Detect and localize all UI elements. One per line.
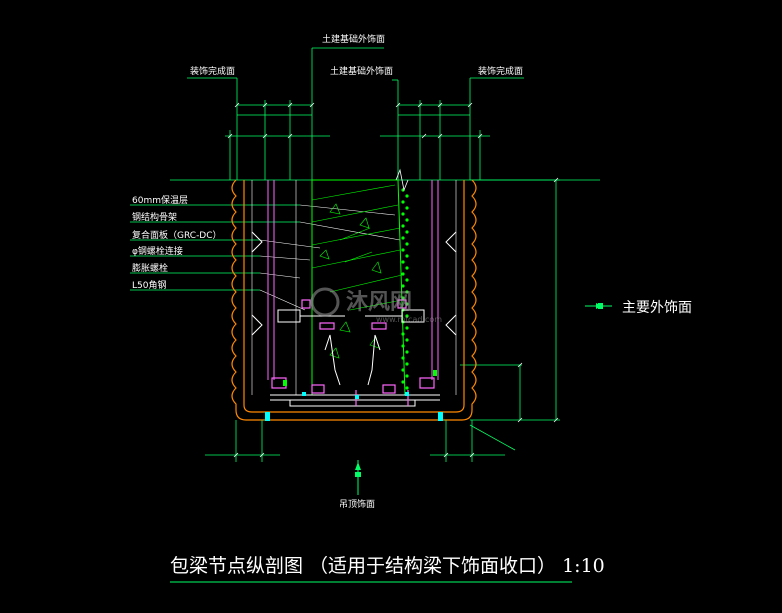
bottom-dimensions <box>205 420 516 462</box>
concrete-hatch <box>311 184 403 311</box>
inner-frames <box>251 180 457 395</box>
label-finish-right: 装饰完成面 <box>478 65 523 77</box>
top-dimension-lines <box>170 47 600 181</box>
label-top-inner: 土建基础外饰面 <box>330 65 393 77</box>
wall-clips <box>251 231 457 336</box>
label-layer-3: 复合面板（GRC-DC） <box>132 229 222 241</box>
layer-leader-extensions <box>259 204 401 311</box>
label-ceiling: 吊顶饰面 <box>339 498 375 510</box>
drawing-title: 包梁节点纵剖图 （适用于结构梁下饰面收口） 1:10 <box>170 555 605 577</box>
main-facade-marker <box>585 303 612 309</box>
right-dimension-ticks <box>517 177 559 423</box>
outer-panel-outline <box>231 179 477 421</box>
label-layer-4: φ钢螺栓连接 <box>132 245 183 257</box>
label-layer-6: L50角钢 <box>132 279 166 291</box>
watermark-text: 沐风网 <box>346 290 412 315</box>
structural-beam <box>311 168 409 396</box>
label-layer-1: 60mm保温层 <box>132 194 188 206</box>
watermark: 沐风网 www.mfcad.com <box>310 287 442 324</box>
watermark-url: www.mfcad.com <box>376 315 442 324</box>
bottom-ticks <box>233 452 475 458</box>
bottom-cyan-markers <box>265 412 443 421</box>
bracket-assembly <box>270 309 440 407</box>
label-layer-5: 膨胀螺栓 <box>132 262 168 274</box>
label-finish-left: 装饰完成面 <box>190 65 235 77</box>
green-markers <box>283 370 437 386</box>
layer-leader-lines <box>130 204 300 291</box>
anchor-bolts <box>302 392 409 399</box>
insulation-dots <box>401 188 409 390</box>
label-top-outer: 土建基础外饰面 <box>322 33 385 45</box>
label-layer-2: 钢结构骨架 <box>132 211 177 223</box>
label-main-facade: 主要外饰面 <box>622 300 692 316</box>
right-dimension <box>460 179 560 421</box>
dimension-ticks <box>227 102 483 139</box>
ceiling-marker <box>355 460 361 495</box>
